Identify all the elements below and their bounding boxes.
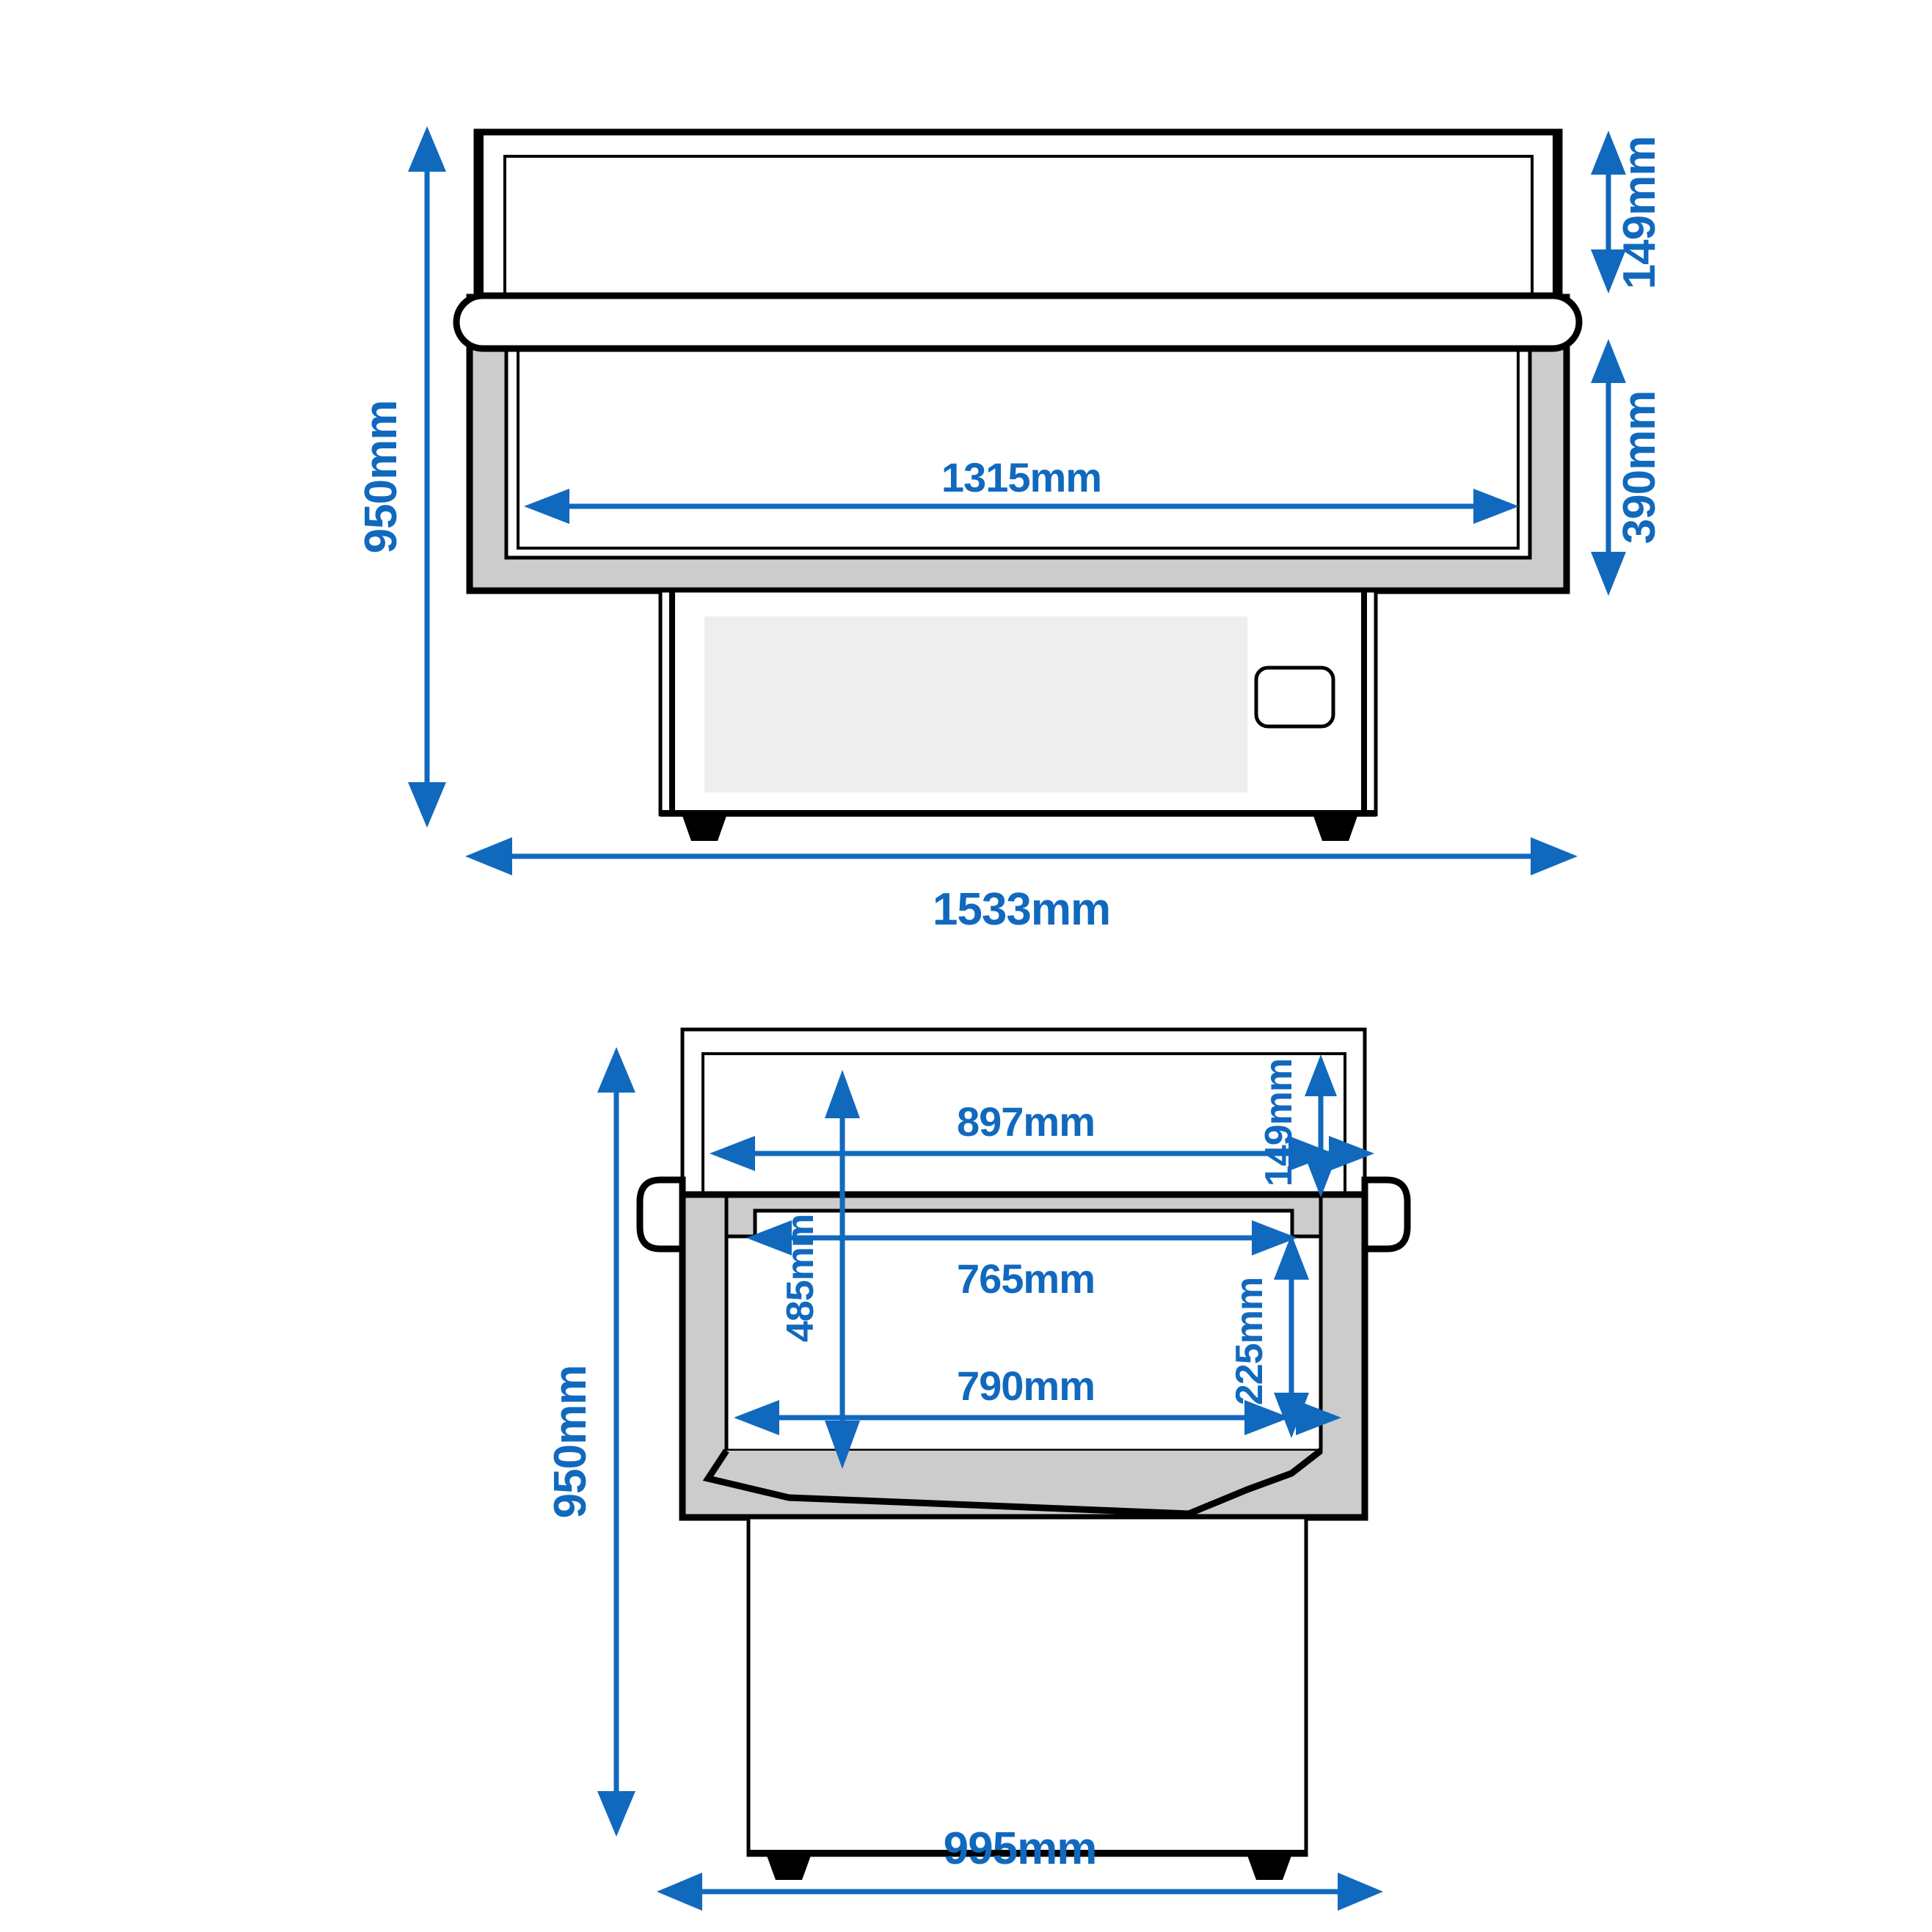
side-canopy-outer (680, 1027, 1367, 1200)
front-foot-left (682, 816, 726, 841)
dim-label-opening-width: 1315mm (941, 454, 1101, 500)
dim-side-canopy-depth: 897mm (710, 1098, 1334, 1171)
dim-front-opening-width: 1315mm (524, 454, 1519, 524)
arrowhead-left (746, 1220, 792, 1255)
side-view-group: 950mm 897mm 149mm (545, 1027, 1411, 1911)
arrowhead-down (1591, 552, 1626, 596)
arrowhead-down (597, 1791, 635, 1837)
dim-label-tank-height-lower: 225mm (1228, 1277, 1271, 1405)
arrowhead-up (1591, 339, 1626, 383)
dim-side-tank-depth-upper: 765mm (746, 1220, 1297, 1302)
arrowhead-left (524, 489, 569, 524)
arrowhead-left (465, 837, 512, 875)
front-handle-rail[interactable] (453, 292, 1583, 352)
arrowhead-up (1591, 131, 1626, 175)
side-machine-compartment (746, 1515, 1308, 1857)
arrowhead-right (1531, 837, 1578, 875)
front-compartment-left-post (669, 591, 675, 811)
arrowhead-right (1296, 1400, 1341, 1435)
arrowhead-down (1591, 249, 1626, 294)
arrowhead-right (1252, 1220, 1297, 1255)
arrowhead-left (657, 1873, 702, 1911)
side-tank-underside (702, 1448, 1323, 1517)
dim-label-overall-width: 1533mm (933, 884, 1110, 935)
arrowhead-up (1274, 1234, 1309, 1280)
front-canopy-left-post (477, 132, 484, 345)
dim-label-tank-height: 485mm (779, 1214, 822, 1342)
arrowhead-up (825, 1070, 860, 1118)
side-handle-cap-left[interactable] (636, 1176, 686, 1253)
front-foot-right (1313, 816, 1357, 841)
dim-front-canopy-height: 149mm (1591, 131, 1665, 294)
dim-label-overall-depth: 995mm (944, 1823, 1097, 1874)
dim-label-overall-height: 950mm (356, 401, 407, 554)
arrowhead-right (1288, 1136, 1334, 1171)
front-canopy-outer (473, 128, 1563, 308)
dim-side-overall-height: 950mm (545, 1047, 635, 1837)
dim-front-overall-width: 1533mm (465, 837, 1578, 935)
arrowhead-left (734, 1400, 779, 1435)
arrowhead-up (1305, 1054, 1337, 1096)
dim-label-tank-depth-upper: 765mm (957, 1255, 1095, 1302)
side-handle-cap-right[interactable] (1361, 1176, 1411, 1253)
dim-label-canopy-height: 149mm (1614, 136, 1665, 290)
front-control-switch[interactable] (1254, 666, 1335, 729)
dim-label-side-canopy-height: 149mm (1258, 1059, 1300, 1186)
arrowhead-up (597, 1047, 635, 1093)
side-base-line (748, 1850, 1306, 1856)
dim-label-opening-height: 390mm (1614, 391, 1665, 544)
dim-label-tank-depth-lower: 790mm (957, 1363, 1095, 1409)
dim-label-side-overall-height: 950mm (545, 1366, 596, 1519)
arrowhead-up (408, 126, 446, 172)
front-view-group: 950mm 149mm 390mm 1315mm (356, 126, 1665, 935)
side-foot-left (767, 1856, 811, 1880)
front-ventilation-panel (704, 616, 1247, 792)
dim-side-overall-depth: 995mm (657, 1823, 1383, 1911)
front-base-line (660, 810, 1376, 817)
dim-label-canopy-depth: 897mm (957, 1098, 1095, 1145)
dim-side-canopy-height: 149mm (1258, 1054, 1374, 1198)
front-compartment-right-post (1361, 591, 1367, 811)
front-canopy-right-post (1553, 132, 1559, 345)
dim-side-tank-height: 485mm (779, 1070, 860, 1469)
dim-side-tank-height-lower: 225mm (1228, 1234, 1341, 1438)
dim-front-opening-height: 390mm (1591, 339, 1665, 596)
arrowhead-down (408, 782, 446, 828)
arrowhead-right (1244, 1400, 1290, 1435)
side-foot-right (1247, 1856, 1291, 1880)
arrowhead-left (710, 1136, 755, 1171)
dim-front-overall-height: 950mm (356, 126, 446, 828)
arrowhead-right (1473, 489, 1519, 524)
arrowhead-right (1329, 1136, 1374, 1171)
arrowhead-right (1338, 1873, 1383, 1911)
arrowhead-down (825, 1421, 860, 1469)
front-display-opening (504, 335, 1532, 560)
dim-side-tank-depth-lower: 790mm (734, 1363, 1290, 1435)
